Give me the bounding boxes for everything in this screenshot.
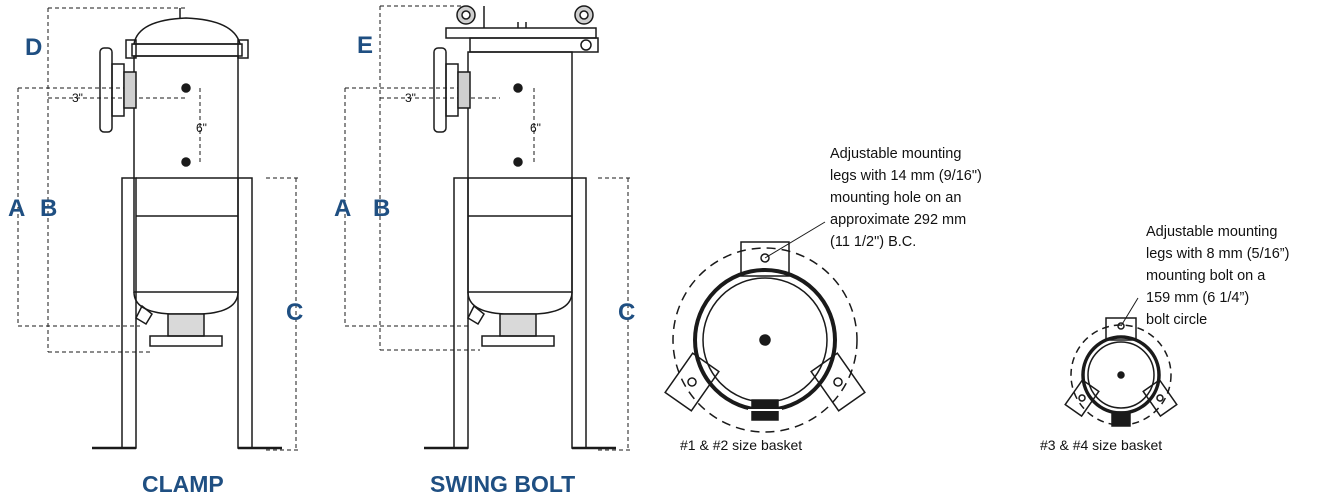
dim-label-a: A [8,195,25,222]
basket-note-line: (11 1/2") B.C. [830,234,916,250]
dim-label-b: B [373,195,390,222]
caption-clamp: CLAMP [142,471,224,497]
hole-spacing-label: 6" [530,121,541,135]
inlet-size-label: 3" [72,91,83,105]
basket-note-line: Adjustable mounting [1146,224,1277,240]
mounting-leg-top [1105,317,1137,341]
basket-note-line: Adjustable mounting [830,146,961,162]
swing-bolt-leg-left [453,177,469,449]
swing-bolt-view [344,5,632,451]
caption-swing-bolt: SWING BOLT [430,471,575,497]
labels: D A B C 3" 6" CLAMP E A B C 3" 6" SWING … [8,32,1289,497]
clamp-bolt [1111,411,1131,427]
basket-size-label: #3 & #4 size basket [1040,437,1162,453]
basket-note-line: 159 mm (6 1/4”) [1146,290,1249,306]
basket-note-line: mounting bolt on a [1146,268,1266,284]
basket-note-line: legs with 8 mm (5/16”) [1146,246,1289,262]
basket-top-view-large [664,221,866,433]
mounting-leg-right [810,352,866,412]
swing-bolt-dimension-lines [344,5,632,451]
clamp-inlet-flange [99,47,113,133]
basket-note-line: legs with 14 mm (9/16") [830,168,982,184]
mounting-leg-left [1064,378,1100,418]
clamp-leg-right [237,177,253,449]
clamp-lid [133,17,241,45]
swing-bolt-body [467,51,573,293]
dim-label-e: E [357,32,373,59]
dim-label-d: D [25,34,42,61]
mounting-leg-right [1142,378,1178,418]
mounting-leg-top [740,241,790,277]
basket-top-view-small [1064,297,1178,427]
swing-bolt-leg-right [571,177,587,449]
basket-note-line: mounting hole on an [830,190,961,206]
clamp-dimension-lines [17,7,300,451]
dim-label-a: A [334,195,351,222]
inlet-size-label: 3" [405,91,416,105]
basket-size-label: #1 & #2 size basket [680,437,802,453]
swing-bolt-cover [445,27,597,39]
mounting-leg-left [664,352,720,412]
basket-note-line: approximate 292 mm [830,212,966,228]
swing-bolt-inlet-flange [433,47,447,133]
dim-label-c: C [286,299,303,326]
basket-note-line: bolt circle [1146,312,1207,328]
hole-spacing-label: 6" [196,121,207,135]
clamp-view [17,7,300,451]
dim-label-b: B [40,195,57,222]
dim-label-c: C [618,299,635,326]
clamp-body [133,55,239,293]
